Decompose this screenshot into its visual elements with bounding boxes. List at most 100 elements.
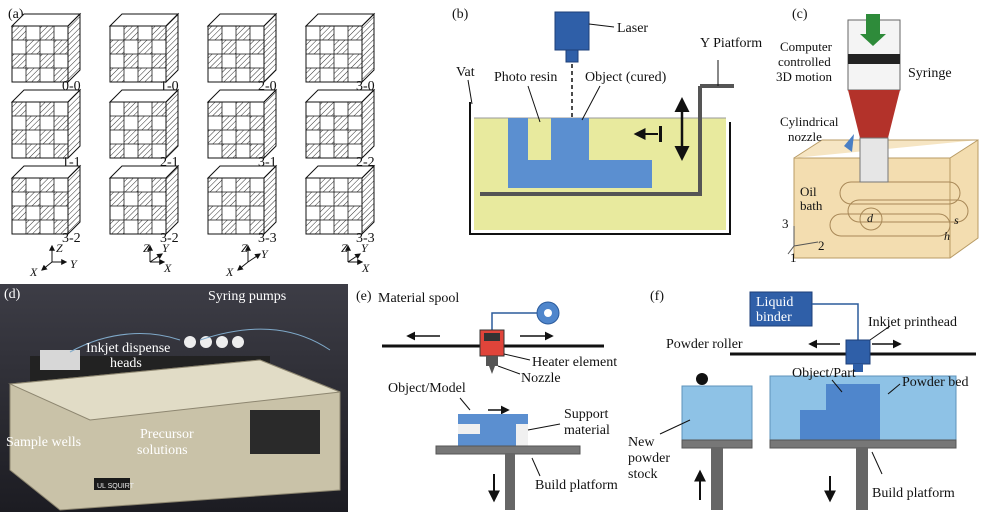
binder-label-line1: Liquid [756, 295, 793, 310]
new-powder-stock [681, 385, 753, 441]
pressure-arrow [860, 14, 886, 46]
dim-h-label: h [944, 229, 950, 243]
platform-label: Build platform [872, 486, 955, 501]
precursor-label-line1: Precursor [140, 427, 194, 442]
panel-c: (c) Computer controlled 3D motion Syring… [776, 7, 979, 265]
axis-z-label: Z [341, 241, 348, 255]
vat-label: Vat [456, 65, 475, 80]
build-platform [435, 445, 581, 455]
printed-filaments [829, 181, 969, 237]
axis-3-label: 3 [782, 216, 789, 231]
liquid-binder-tank [749, 291, 813, 327]
dispense-heads [40, 350, 80, 370]
roller-label: Powder roller [666, 337, 743, 352]
nozzle-arrow [844, 134, 854, 152]
syringe-plunger [848, 54, 900, 64]
axis-x-label: X [361, 261, 370, 275]
cube: 2-0 [206, 12, 278, 94]
cube: 1-0 [108, 12, 180, 94]
cured-object [508, 118, 652, 188]
panel-e: (e) Material spool Heater element Nozzle… [356, 289, 618, 510]
cube: 3-0 [304, 12, 376, 94]
cylindrical-nozzle [859, 137, 889, 183]
axis-triad-2: Z Y X [143, 241, 172, 275]
laser-lens [565, 49, 579, 63]
axis-z-label: Z [56, 241, 63, 255]
axis-x-label: X [163, 261, 172, 275]
y-platform-arm [480, 86, 702, 196]
syringe-body [848, 90, 900, 138]
resin-label: Photo resin [494, 70, 557, 85]
wells-label: Sample wells [6, 435, 81, 450]
powder-roller [696, 373, 708, 385]
axis-triad-4: Z Y X [341, 241, 370, 275]
laser-label: Laser [617, 21, 648, 36]
cube: 3-3 [304, 164, 376, 246]
cube: 1-1 [10, 88, 82, 170]
oil-label-line2: bath [800, 198, 823, 213]
panel-b: (b) Laser Y Piatform Vat Photo resin Obj… [452, 7, 762, 235]
inkjet-printhead [845, 339, 871, 365]
axis-2-label: 2 [818, 238, 825, 253]
motion-label-line2: controlled [778, 54, 831, 69]
badge-text: UL SQUIRT [97, 483, 135, 490]
cube: 0-0 [10, 12, 82, 94]
motion-label-line1: Computer [780, 39, 833, 54]
heads-label-line2: heads [110, 356, 142, 371]
axis-triad-1: Z X Y [29, 241, 78, 279]
cube: 3-1 [206, 88, 278, 170]
axis-y-label: Y [361, 241, 369, 255]
dim-s-label: s [954, 213, 959, 227]
cube-label: 3-2 [62, 231, 81, 246]
vat-wall [469, 102, 731, 235]
support-label-line2: material [564, 423, 610, 438]
cube: 2-1 [108, 88, 180, 170]
axis-y-label: Y [162, 241, 170, 255]
bed-label: Powder bed [902, 375, 969, 390]
axis-z-label: Z [241, 241, 248, 255]
support-label-line1: Support [564, 407, 608, 422]
cube: 2-2 [304, 88, 376, 170]
cube-label: 3-2 [160, 231, 179, 246]
cube-label: 3-3 [258, 231, 277, 246]
panel-c-label: (c) [792, 7, 808, 22]
object-label: Object/Model [388, 381, 466, 396]
precursor-block [250, 410, 320, 454]
axis-x-label: X [225, 265, 234, 279]
object-part [800, 384, 880, 440]
panel-f-label: (f) [650, 289, 664, 304]
panel-e-label: (e) [356, 289, 372, 304]
part-label: Object/Part [792, 366, 856, 381]
printhead-label: Inkjet printhead [868, 315, 957, 330]
nozzle-label-line2: nozzle [788, 129, 822, 144]
nozzle [486, 356, 498, 366]
nozzle-label: Nozzle [521, 371, 561, 386]
axis-1-label: 1 [790, 250, 797, 265]
panel-d-label: (d) [4, 287, 21, 302]
platform-label: Y Piatform [700, 36, 762, 51]
filament [491, 312, 537, 330]
oil-label-line1: Oil [800, 184, 817, 199]
axis-y-label: Y [261, 247, 269, 261]
cube: 3-2 [10, 164, 82, 246]
panel-d: (d) Syring pumps Inkjet dispense heads S… [0, 284, 348, 512]
cube-grid: 0-0 1-0 2-0 3-0 1-1 2-1 3-1 2-2 3-2 3-2 3-3 3-3 [10, 12, 376, 246]
laser-head [554, 11, 590, 51]
panel-f: (f) Liquid binder Inkjet printhead Powde… [628, 289, 976, 510]
pumps-label: Syring pumps [208, 289, 286, 304]
platform-label: Build platform [535, 478, 618, 493]
nozzle-label-line1: Cylindrical [780, 114, 839, 129]
build-platform [769, 439, 957, 449]
cube-label: 3-3 [356, 231, 375, 246]
cube: 3-3 [206, 164, 278, 246]
heads-label-line1: Inkjet dispense [86, 341, 170, 356]
object-label: Object (cured) [585, 70, 667, 85]
cube: 3-2 [108, 164, 180, 246]
stock-label-line3: stock [628, 467, 658, 482]
axis-x-label: X [29, 265, 38, 279]
precursor-label-line2: solutions [137, 443, 188, 458]
dim-d-label: d [867, 211, 874, 225]
support-material [516, 424, 528, 446]
axis-triad-3: Z X Y [225, 241, 269, 279]
